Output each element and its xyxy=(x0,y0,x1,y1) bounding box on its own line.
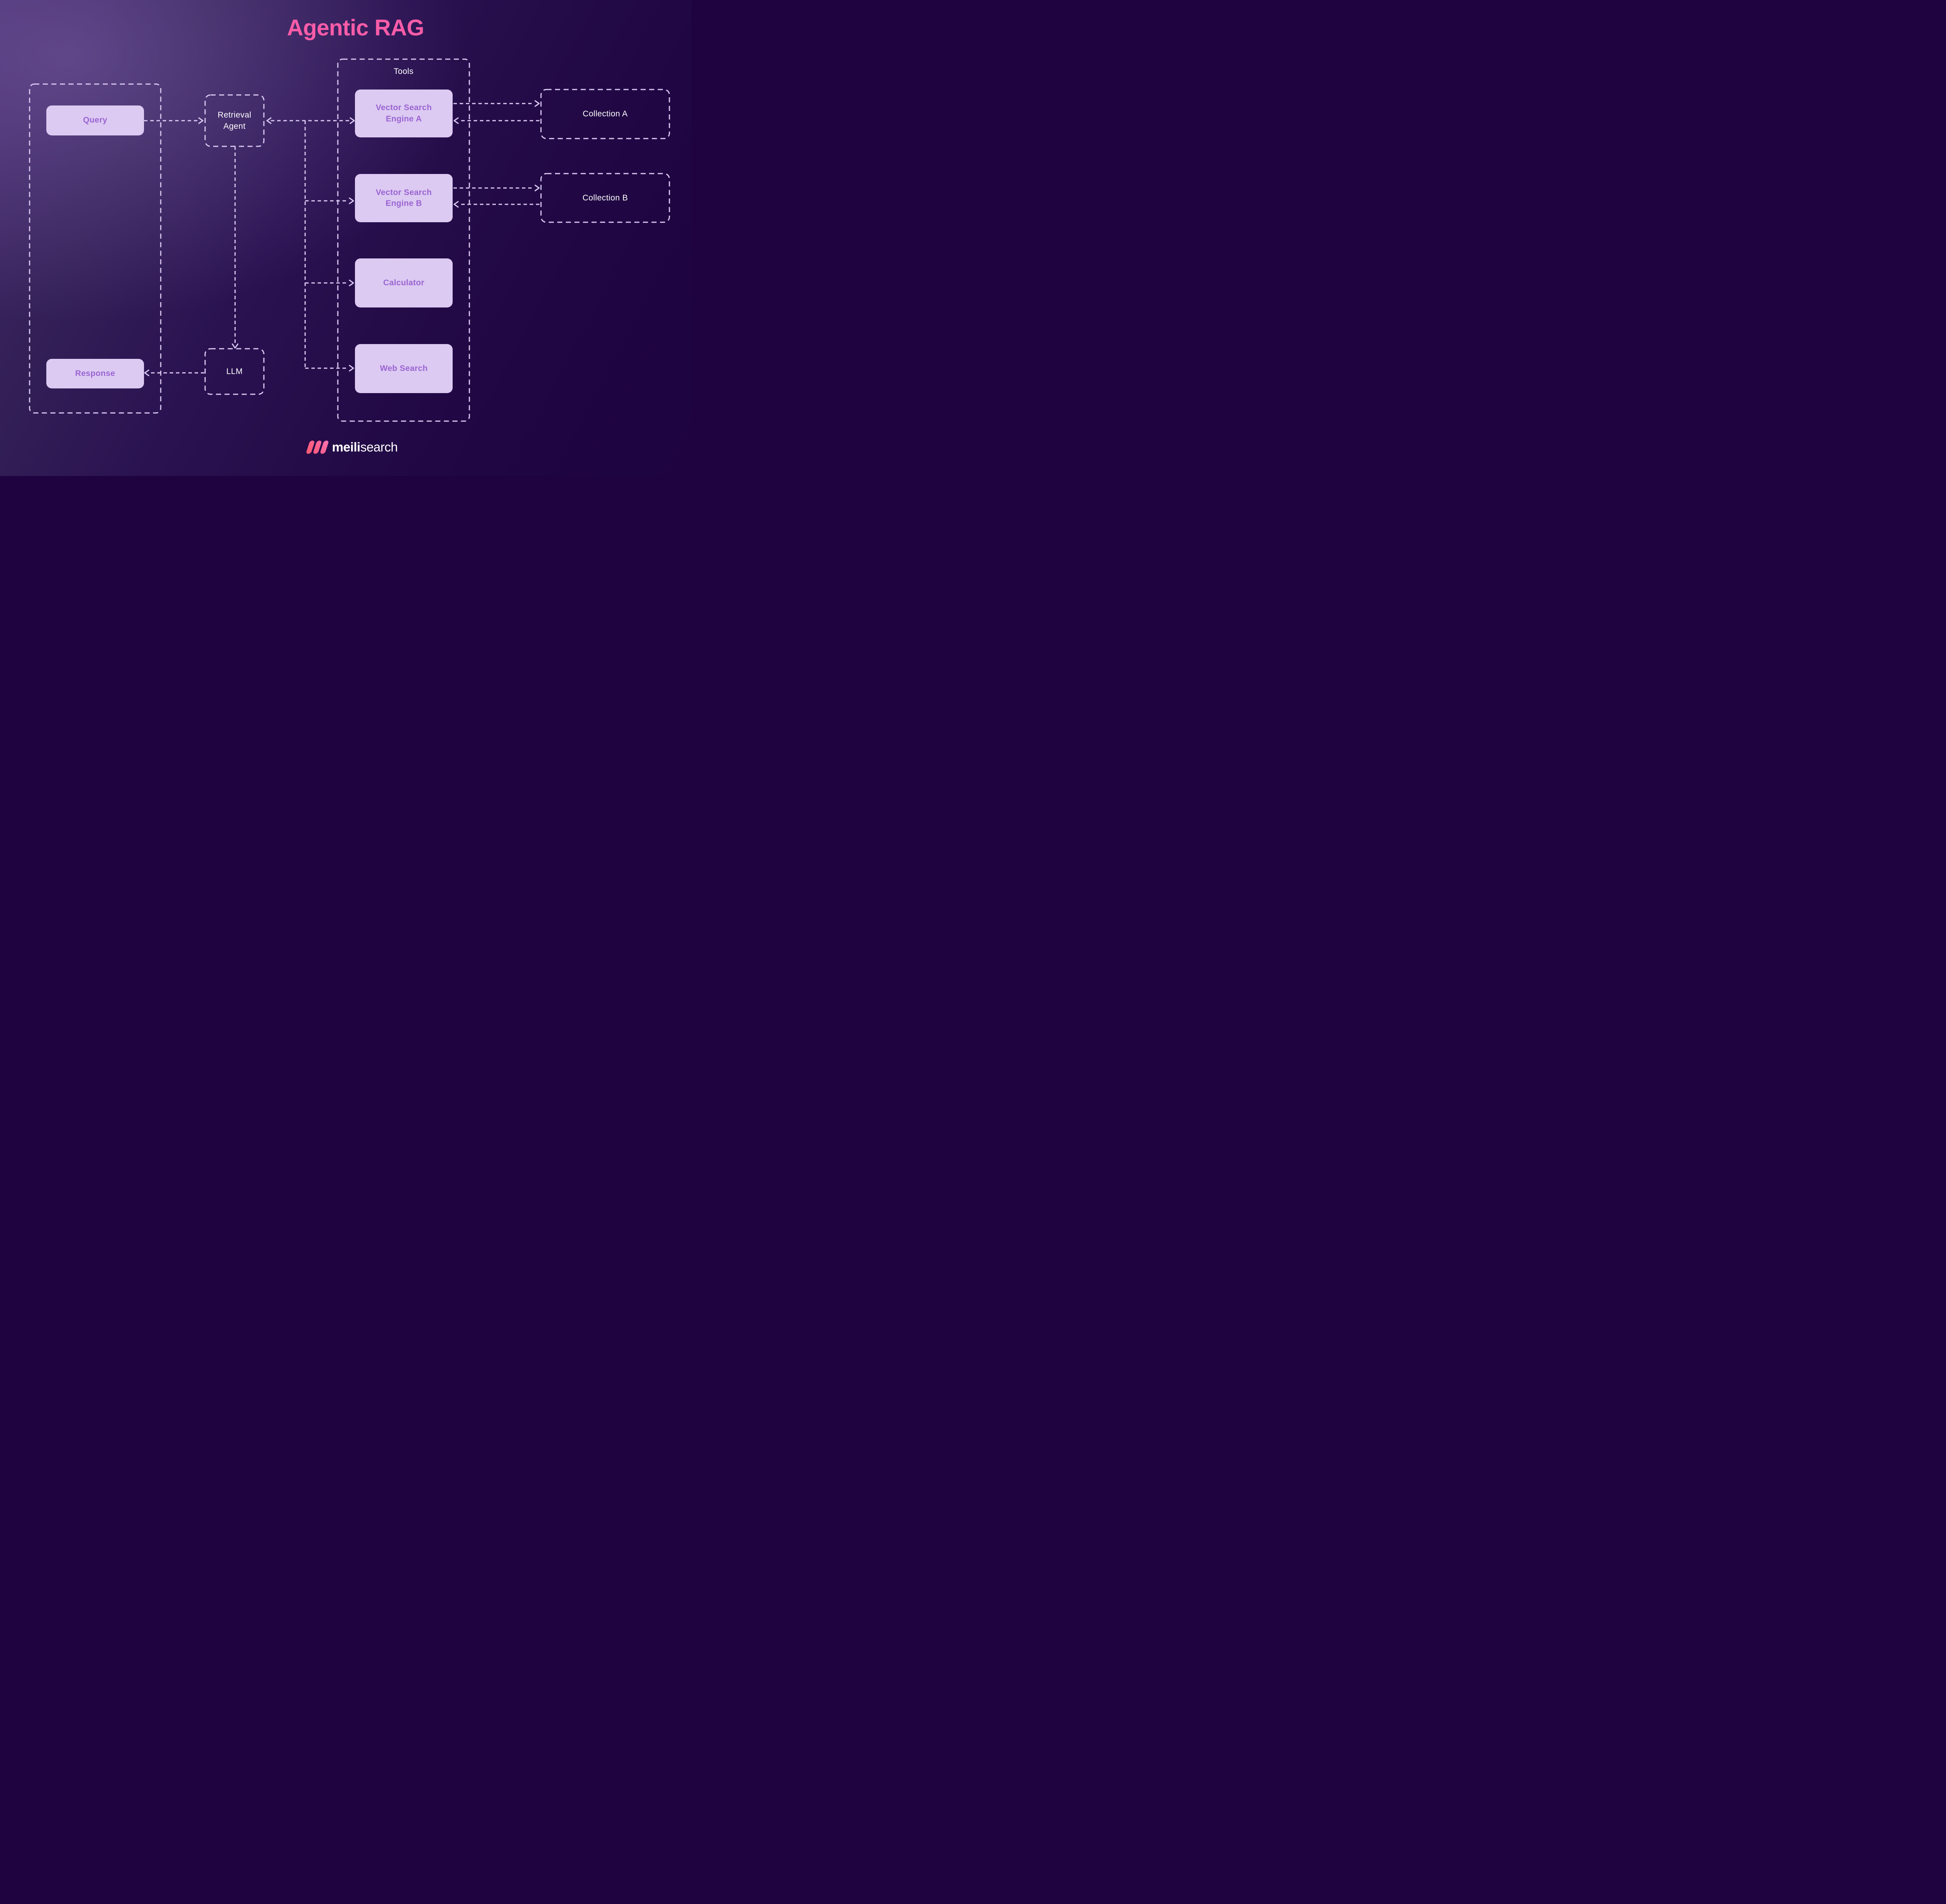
tool-calculator: Calculator xyxy=(355,258,453,307)
arrowhead-into-llm xyxy=(232,343,239,349)
arrowhead-into-collection-b xyxy=(534,184,540,191)
agentic-rag-diagram: Agentic RAG Query Response Vector Search… xyxy=(0,0,692,476)
collection-b-border xyxy=(540,173,670,223)
collection-b-node: Collection B xyxy=(582,193,628,202)
arrowhead-into-agent-return xyxy=(266,117,272,124)
arrowhead-return-vector-b xyxy=(453,201,459,208)
retrieval-agent-node: Retrieval Agent xyxy=(218,110,251,131)
llm-node: LLM xyxy=(226,367,243,376)
arrowhead-into-calculator xyxy=(349,279,354,286)
collection-a-border xyxy=(540,89,670,139)
tools-group-border xyxy=(337,58,470,422)
arrowhead-into-response xyxy=(144,369,149,376)
collection-a-node: Collection A xyxy=(583,109,628,119)
meilisearch-logo: meilisearch xyxy=(306,439,398,455)
query-response-group-border xyxy=(29,83,162,414)
tool-vector-search-engine-b: Vector Search Engine B xyxy=(355,174,453,222)
arrowhead-into-agent xyxy=(198,117,204,124)
tools-group-label: Tools xyxy=(393,67,414,76)
arrowhead-return-vector-a xyxy=(453,117,459,124)
response-node: Response xyxy=(46,359,144,388)
tool-vector-search-engine-a: Vector Search Engine A xyxy=(355,90,453,137)
tool-web-search: Web Search xyxy=(355,344,453,393)
arrowhead-into-vector-b xyxy=(349,197,354,204)
meilisearch-stripes-icon xyxy=(306,441,329,454)
connector-layer xyxy=(29,58,670,422)
page-title: Agentic RAG xyxy=(287,15,424,40)
arrowhead-into-web-search xyxy=(349,365,354,372)
query-node: Query xyxy=(46,105,144,135)
arrowhead-into-vector-a xyxy=(350,117,355,124)
meilisearch-wordmark: meilisearch xyxy=(332,440,398,454)
llm-border xyxy=(204,348,265,395)
arrowhead-into-collection-a xyxy=(534,100,540,107)
